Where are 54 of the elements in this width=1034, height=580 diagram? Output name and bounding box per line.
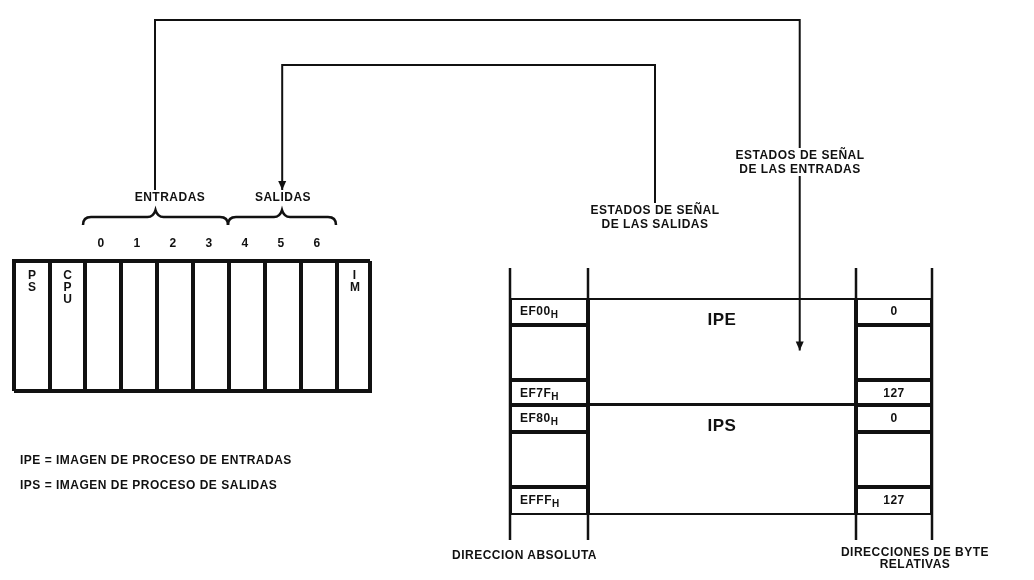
slot-number: 3 bbox=[204, 236, 214, 250]
slot-number: 1 bbox=[132, 236, 142, 250]
address-cell bbox=[510, 380, 588, 405]
table-cell bbox=[510, 432, 588, 487]
byte-number: 127 bbox=[882, 385, 906, 400]
signal-label: ESTADOS DE SEÑAL DE LAS SALIDAS bbox=[580, 203, 730, 243]
slot-number: 2 bbox=[168, 236, 178, 250]
table-cell bbox=[856, 325, 932, 380]
rack-slot bbox=[14, 261, 50, 393]
address-cell bbox=[510, 405, 588, 432]
arrow bbox=[278, 64, 656, 204]
table-cell bbox=[856, 432, 932, 487]
memory-area bbox=[588, 298, 856, 405]
byte-number: 0 bbox=[889, 303, 899, 318]
module-label: IM bbox=[350, 269, 359, 293]
arrow bbox=[154, 19, 804, 352]
slot-number: 5 bbox=[276, 236, 286, 250]
slot-number: 6 bbox=[312, 236, 322, 250]
column-caption: DIRECCION ABSOLUTA bbox=[452, 548, 598, 562]
rack-slot bbox=[337, 261, 372, 393]
address-text: EFFF$_{H}$ bbox=[519, 492, 561, 512]
module-label: CPU bbox=[63, 269, 72, 305]
address-cell bbox=[510, 487, 588, 515]
byte-number: 127 bbox=[882, 492, 906, 507]
memory-area bbox=[588, 404, 856, 515]
rack-slot bbox=[121, 261, 157, 393]
legend-note: IPE = IMAGEN DE PROCESO DE ENTRADAS bbox=[20, 453, 293, 467]
byte-address-cell bbox=[856, 405, 932, 432]
rack-slot bbox=[301, 261, 337, 393]
rack-slot bbox=[85, 261, 121, 393]
slot-number: 0 bbox=[96, 236, 106, 250]
slot-number: 4 bbox=[240, 236, 250, 250]
byte-address-cell bbox=[856, 487, 932, 515]
group-heading: SALIDAS bbox=[243, 190, 323, 206]
table-cell bbox=[510, 325, 588, 380]
rack-slot bbox=[50, 261, 85, 393]
area-label: IPE bbox=[706, 310, 738, 330]
column-caption: DIRECCIONES DE BYTE RELATIVAS bbox=[839, 546, 991, 570]
address-text: EF00$_{H}$ bbox=[519, 303, 560, 323]
legend-note: IPS = IMAGEN DE PROCESO DE SALIDAS bbox=[20, 478, 279, 492]
group-heading: ENTRADAS bbox=[120, 190, 220, 206]
byte-address-cell bbox=[856, 380, 932, 405]
rack-slot bbox=[193, 261, 229, 393]
rack-slot bbox=[265, 261, 301, 393]
rack-slot bbox=[229, 261, 265, 393]
rack-slot bbox=[157, 261, 193, 393]
address-cell bbox=[510, 298, 588, 325]
address-text: EF80$_{H}$ bbox=[519, 410, 560, 430]
module-rack bbox=[12, 259, 370, 391]
address-text: EF7F$_{H}$ bbox=[519, 385, 561, 405]
module-label: PS bbox=[27, 269, 37, 293]
area-label: IPS bbox=[706, 416, 738, 436]
byte-number: 0 bbox=[889, 410, 899, 425]
byte-address-cell bbox=[856, 298, 932, 325]
